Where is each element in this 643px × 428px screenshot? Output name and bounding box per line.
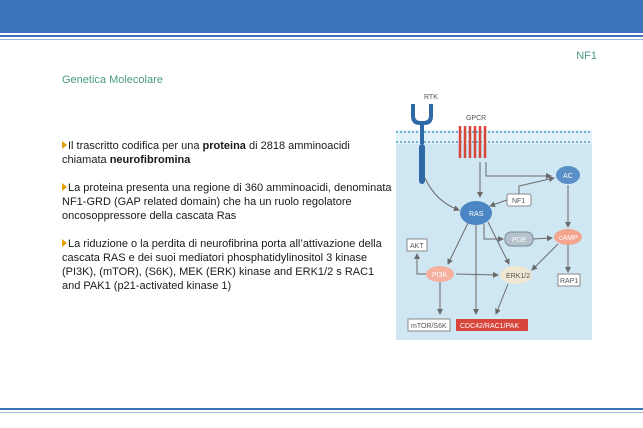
bullet-text-bold: proteina xyxy=(202,140,246,152)
slide-subtitle: Genetica Molecolare xyxy=(62,74,163,86)
pde-node: PDE xyxy=(504,231,534,247)
rtk-receptor-icon xyxy=(411,104,433,144)
bullet-item-2: La proteina presenta una regione di 360 … xyxy=(62,181,392,223)
svg-text:mTOR/S6K: mTOR/S6K xyxy=(411,323,447,330)
header-bar xyxy=(0,0,643,33)
bullet-arrow-icon xyxy=(62,239,67,247)
bullet-arrow-icon xyxy=(62,141,67,149)
pathway-arrows xyxy=(414,162,571,315)
erk-node: ERK1/2 xyxy=(500,266,532,284)
mtor-node: mTOR/S6K xyxy=(407,318,451,332)
bullet-text: Il trascritto codifica per una xyxy=(68,140,203,152)
nf1-node: NF1 xyxy=(506,193,532,207)
bullet-arrow-icon xyxy=(62,183,67,191)
svg-text:PDE: PDE xyxy=(512,237,527,244)
camp-node: cAMP xyxy=(554,229,582,245)
bullet-item-3: La riduzione o la perdita di neurofibrin… xyxy=(62,237,392,293)
svg-text:AC: AC xyxy=(563,173,573,180)
ras-pathway-diagram: RTK GPCR NF1 AC RAS PDE cAMP AKT xyxy=(396,92,592,340)
pi3k-node: PI3K xyxy=(426,266,454,282)
svg-text:PI3K: PI3K xyxy=(432,272,448,279)
bullet-item-1: Il trascritto codifica per una proteina … xyxy=(62,139,392,167)
slide-tag: NF1 xyxy=(576,50,597,62)
ac-node: AC xyxy=(556,166,580,184)
svg-text:CDC42/RAC1/PAK: CDC42/RAC1/PAK xyxy=(460,323,519,330)
bullet-text: La riduzione o la perdita di neurofibrin… xyxy=(62,238,382,292)
header-divider xyxy=(0,35,643,37)
footer-divider xyxy=(0,408,643,410)
svg-text:AKT: AKT xyxy=(410,243,424,250)
gpcr-label: GPCR xyxy=(466,115,486,122)
akt-node: AKT xyxy=(406,238,428,252)
gpcr-receptor-icon xyxy=(458,126,487,158)
rtk-tail-icon xyxy=(419,144,425,184)
svg-text:ERK1/2: ERK1/2 xyxy=(506,273,530,280)
svg-text:NF1: NF1 xyxy=(512,198,525,205)
svg-text:RAS: RAS xyxy=(469,211,484,218)
cell-membrane xyxy=(396,130,592,144)
header-divider-thin xyxy=(0,39,643,40)
svg-text:RAP1: RAP1 xyxy=(560,278,578,285)
bullet-text-bold: neurofibromina xyxy=(109,154,191,166)
bullet-list: Il trascritto codifica per una proteina … xyxy=(62,139,392,307)
rtk-label: RTK xyxy=(424,94,438,101)
bullet-text: La proteina presenta una regione di 360 … xyxy=(62,182,392,222)
ras-node: RAS xyxy=(460,201,492,225)
bullet-text: di 2818 amminoacidi chiamata xyxy=(62,140,350,166)
footer-divider-thin xyxy=(0,412,643,413)
cdc42-node: CDC42/RAC1/PAK xyxy=(456,319,528,331)
rap1-node: RAP1 xyxy=(557,273,581,287)
svg-text:cAMP: cAMP xyxy=(559,235,578,242)
